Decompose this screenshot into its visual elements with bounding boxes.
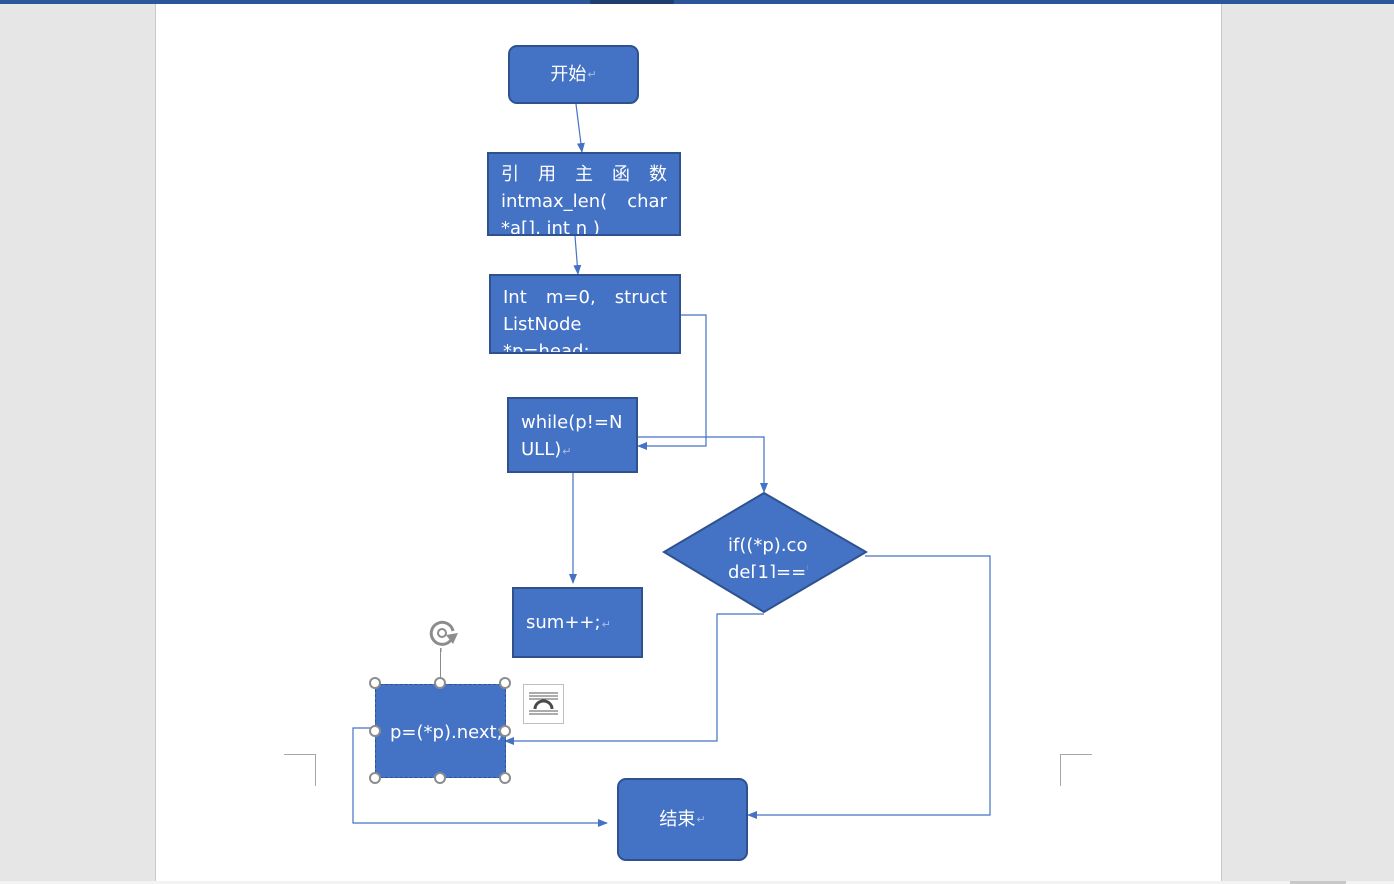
- call-main-line1: 引 用 主 函 数: [501, 161, 667, 188]
- next-node[interactable]: p=(*p).next;: [375, 684, 506, 778]
- while-line1: while(p!=N: [521, 412, 623, 433]
- sum-node[interactable]: sum++;↵: [512, 587, 643, 658]
- sum-line: sum++;↵: [526, 609, 629, 638]
- call-main-line2: intmax_len( char: [501, 188, 667, 215]
- while-line2: ULL)↵: [521, 436, 624, 465]
- connector-condition-to-next[interactable]: [504, 613, 764, 745]
- scroll-indicator[interactable]: [1290, 881, 1346, 884]
- call-main-line3: *a[], int n ): [501, 218, 600, 236]
- resize-handle-top[interactable]: [434, 677, 446, 689]
- margin-corner-mark-left: [284, 754, 316, 786]
- connector-next-to-end[interactable]: [352, 727, 608, 827]
- call-main-char: 主: [575, 164, 593, 185]
- layout-options-button[interactable]: [523, 684, 564, 724]
- init-word: m=0,: [545, 287, 596, 308]
- resize-handle-left[interactable]: [369, 725, 381, 737]
- paragraph-mark: ↵: [587, 68, 597, 81]
- call-main-char: 函: [612, 164, 630, 185]
- resize-handle-top-right[interactable]: [499, 677, 511, 689]
- end-label: 结束: [659, 809, 696, 830]
- paragraph-mark: ↵: [562, 445, 572, 458]
- condition-line1: if((*p).co: [728, 535, 808, 556]
- next-text: p=(*p).next;: [390, 722, 503, 743]
- connector-while-to-condition[interactable]: [638, 436, 768, 493]
- connector-init-to-while[interactable]: [637, 314, 707, 450]
- ribbon-edge-active: [590, 0, 674, 4]
- while-line2-text: ULL): [521, 439, 562, 460]
- sum-text: sum++;: [526, 612, 601, 633]
- start-label: 开始: [550, 64, 587, 85]
- call-main-char: 用: [538, 164, 556, 185]
- ribbon-edge: [0, 0, 1394, 4]
- condition-text: if((*p).co de[1]==': [728, 532, 808, 578]
- connector-condition-to-end[interactable]: [747, 555, 991, 819]
- init-line2: ListNode: [503, 314, 582, 335]
- init-node[interactable]: Int m=0, struct ListNode *p=head;: [489, 274, 681, 354]
- resize-handle-bottom-left[interactable]: [369, 772, 381, 784]
- resize-handle-right[interactable]: [499, 725, 511, 737]
- condition-line2: de[1]==': [728, 562, 808, 578]
- condition-diamond[interactable]: [662, 491, 868, 614]
- init-line1: Int m=0, struct: [503, 284, 667, 311]
- paragraph-mark: ↵: [601, 618, 611, 631]
- resize-handle-bottom[interactable]: [434, 772, 446, 784]
- paragraph-mark: ↵: [696, 813, 706, 826]
- init-word: struct: [614, 287, 667, 308]
- resize-handle-bottom-right[interactable]: [499, 772, 511, 784]
- resize-handle-top-left[interactable]: [369, 677, 381, 689]
- while-node[interactable]: while(p!=N ULL)↵: [507, 397, 638, 473]
- call-main-word: char: [627, 191, 667, 212]
- rotate-handle-icon[interactable]: [424, 618, 462, 652]
- call-main-word: intmax_len(: [501, 191, 608, 212]
- rotate-handle-stem: [440, 648, 441, 684]
- start-node[interactable]: 开始↵: [508, 45, 639, 104]
- call-main-char: 数: [649, 164, 667, 185]
- init-word: Int: [503, 287, 527, 308]
- margin-corner-mark-right: [1060, 754, 1092, 786]
- call-main-node[interactable]: 引 用 主 函 数 intmax_len( char *a[], int n ): [487, 152, 681, 236]
- init-line3: *p=head;: [503, 341, 590, 354]
- status-strip: [0, 881, 1394, 884]
- call-main-char: 引: [501, 164, 519, 185]
- end-node[interactable]: 结束↵: [617, 778, 748, 861]
- connector-call-to-init[interactable]: [573, 235, 582, 275]
- connector-start-to-call[interactable]: [575, 103, 585, 153]
- layout-options-icon: [529, 692, 558, 715]
- document-page[interactable]: [155, 4, 1222, 881]
